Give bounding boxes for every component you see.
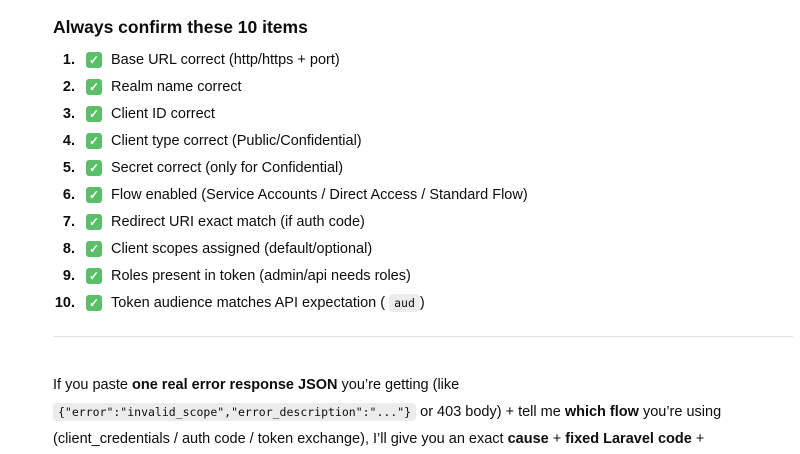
item-number: 3.: [62, 105, 75, 122]
item-text: Roles present in token (admin/api needs …: [111, 267, 411, 284]
item-number: 8.: [62, 240, 75, 257]
item-text: Client ID correct: [111, 105, 215, 122]
list-item: 9. ✓ Roles present in token (admin/api nee…: [0, 262, 528, 289]
list-item: 8. ✓ Client scopes assigned (default/optio…: [0, 235, 528, 262]
text: you’re getting (like: [337, 377, 460, 393]
text: you’re using: [638, 404, 722, 420]
check-icon: ✓: [86, 159, 102, 176]
item-text: Client scopes assigned (default/optional…: [111, 240, 373, 257]
text: or 403 body) + tell me: [416, 404, 565, 420]
list-item: 7. ✓ Redirect URI exact match (if auth cod…: [0, 208, 528, 235]
check-icon: ✓: [86, 240, 102, 257]
item-number: 10.: [54, 294, 75, 311]
item-text: Client type correct (Public/Confidential…: [111, 132, 362, 149]
text: +: [548, 431, 566, 447]
item-text: ): [419, 294, 425, 311]
check-icon: ✓: [86, 186, 102, 203]
item-text: Secret correct (only for Confidential): [111, 159, 344, 176]
check-icon: ✓: [86, 267, 102, 284]
divider: [53, 336, 793, 337]
check-icon: ✓: [86, 294, 102, 311]
check-icon: ✓: [86, 51, 102, 68]
check-icon: ✓: [86, 213, 102, 230]
list-item: 2. ✓ Realm name correct: [0, 73, 528, 100]
item-text: Realm name correct: [111, 78, 242, 95]
list-item: 10. ✓ Token audience matches API expectati…: [0, 289, 528, 316]
item-text: Token audience matches API expectation (: [111, 294, 386, 311]
list-item: 6. ✓ Flow enabled (Service Accounts / Dire…: [0, 181, 528, 208]
item-text: Base URL correct (http/https + port): [111, 51, 340, 68]
check-icon: ✓: [86, 105, 102, 122]
closing-paragraph: If you paste one real error response JSO…: [53, 372, 798, 453]
check-icon: ✓: [86, 78, 102, 95]
item-number: 6.: [62, 186, 75, 203]
section-heading: Always confirm these 10 items: [53, 17, 308, 37]
item-number: 5.: [62, 159, 75, 176]
bold-text: which flow: [564, 404, 639, 420]
text: +: [691, 431, 705, 447]
list-item: 4. ✓ Client type correct (Public/Confident…: [0, 127, 528, 154]
item-number: 1.: [62, 51, 75, 68]
bold-text: cause: [507, 431, 549, 447]
item-text: Flow enabled (Service Accounts / Direct …: [111, 186, 528, 203]
list-item: 1. ✓ Base URL correct (http/https + port): [0, 46, 528, 73]
item-number: 9.: [62, 267, 75, 284]
text: (client_credentials / auth code / token …: [53, 431, 508, 447]
item-number: 7.: [62, 213, 75, 230]
list-item: 5. ✓ Secret correct (only for Confidential…: [0, 154, 528, 181]
item-number: 2.: [62, 78, 75, 95]
item-text: Redirect URI exact match (if auth code): [111, 213, 365, 230]
list-item: 3. ✓ Client ID correct: [0, 100, 528, 127]
bold-text: fixed Laravel code: [565, 431, 692, 447]
bold-text: one real error response JSON: [132, 377, 338, 393]
checklist: 1. ✓ Base URL correct (http/https + port) 2…: [0, 46, 528, 316]
check-icon: ✓: [86, 132, 102, 149]
item-number: 4.: [62, 132, 75, 149]
inline-code: aud: [389, 293, 420, 312]
inline-code: {"error":"invalid_scope","error_descript…: [53, 403, 417, 421]
text: If you paste: [53, 377, 132, 393]
